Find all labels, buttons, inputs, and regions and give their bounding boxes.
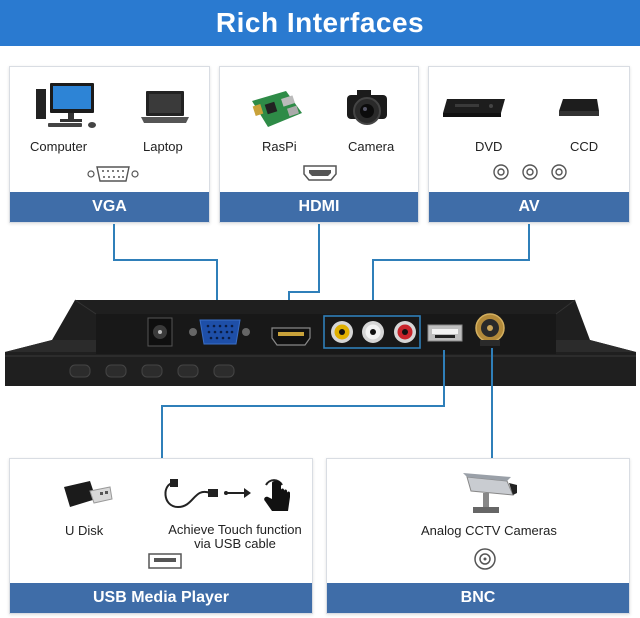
vga-port-icon — [87, 166, 139, 182]
hdmi-label: HDMI — [298, 198, 340, 215]
bnc-port — [475, 313, 505, 346]
rca-red-port — [394, 321, 416, 343]
vga-connector-line-v2 — [216, 259, 218, 317]
vga-label: VGA — [92, 198, 127, 215]
usb-port — [427, 324, 463, 342]
hdmi-connector-line-h — [288, 291, 320, 293]
usb-media-player-card: U Disk Achieve Touch function via USB ca… — [9, 458, 313, 614]
device-label-ccd: CCD — [570, 139, 599, 154]
touch-hand-icon — [264, 479, 290, 511]
hdmi-port — [271, 327, 311, 346]
av-connector-line — [528, 224, 530, 261]
cctv-camera-icon — [463, 473, 517, 513]
vga-port — [189, 319, 250, 345]
av-footer: AV — [429, 192, 629, 222]
usb-card-reader-icon — [64, 481, 113, 507]
raspberry-pi-icon — [252, 91, 302, 127]
vga-connector-line-h — [113, 259, 217, 261]
av-card: DVD CCD AV — [428, 66, 630, 223]
bnc-card: Analog CCTV Cameras BNC — [326, 458, 630, 614]
rca-ports-icon — [493, 164, 567, 180]
device-label-computer: Computer — [30, 139, 88, 154]
dvd-player-icon — [443, 99, 505, 117]
laptop-icon — [141, 91, 189, 123]
device-label-raspi: RasPi — [262, 139, 297, 154]
title-banner: Rich Interfaces — [0, 0, 640, 46]
usb-footer: USB Media Player — [10, 583, 312, 613]
device-label-dvd: DVD — [475, 139, 503, 154]
av-label: AV — [518, 198, 540, 215]
device-label-camera: Camera — [348, 139, 395, 154]
device-label-analog-cctv: Analog CCTV Cameras — [421, 523, 557, 538]
hdmi-connector-line — [318, 224, 320, 292]
hdmi-port-icon — [303, 165, 337, 181]
usb-cable-icon — [164, 479, 218, 509]
menu-button-1 — [69, 364, 91, 378]
hdmi-footer: HDMI — [220, 192, 418, 222]
page-title: Rich Interfaces — [215, 7, 425, 38]
camera-icon — [347, 90, 387, 125]
device-label-laptop: Laptop — [143, 139, 183, 154]
av-connector-line-v2 — [372, 259, 374, 317]
usb-connector-line-v2 — [161, 405, 163, 458]
menu-button-2 — [105, 364, 127, 378]
menu-button-5 — [213, 364, 235, 378]
av-connector-line-h — [372, 259, 530, 261]
device-label-u-disk: U Disk — [65, 523, 104, 538]
desktop-computer-icon — [36, 83, 96, 128]
hdmi-card: RasPi Camera HDMI — [219, 66, 419, 223]
usb-connector-line-h — [161, 405, 445, 407]
menu-button-3 — [141, 364, 163, 378]
menu-button-4 — [177, 364, 199, 378]
bnc-connector-line — [491, 348, 493, 458]
usb-media-player-label: USB Media Player — [92, 589, 230, 606]
ccd-device-icon — [559, 99, 599, 116]
bnc-port-icon — [474, 548, 496, 570]
vga-card: Computer Laptop VGA — [9, 66, 210, 223]
dc-power-port — [147, 317, 173, 347]
rca-white-port — [362, 321, 384, 343]
bnc-footer: BNC — [327, 583, 629, 613]
usb-connector-line — [443, 350, 445, 406]
rca-yellow-port — [331, 321, 353, 343]
usb-port-icon — [148, 553, 182, 569]
vga-footer: VGA — [10, 192, 209, 222]
bnc-label: BNC — [460, 589, 496, 606]
device-label-touch-function: Achieve Touch function via USB cable — [168, 522, 302, 551]
arrow-right-icon — [224, 488, 251, 498]
vga-connector-line — [113, 224, 115, 260]
